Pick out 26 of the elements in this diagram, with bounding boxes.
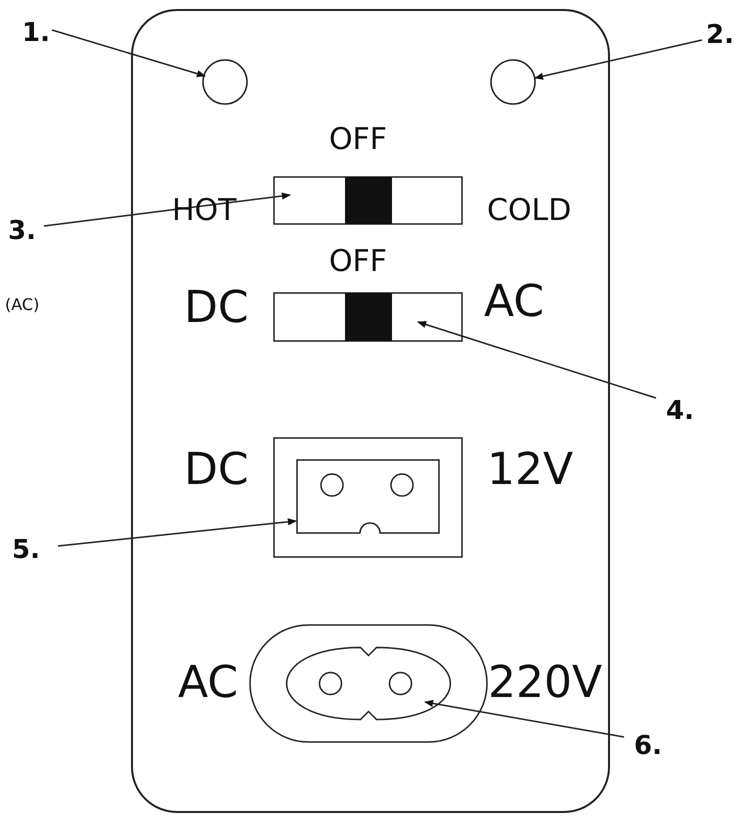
switch-position-label: OFF [328, 125, 388, 155]
slide-switch [273, 292, 463, 342]
note-label: (AC) [5, 297, 40, 313]
callout-number: 2. [706, 22, 734, 48]
switch-position-label: COLD [487, 196, 572, 226]
switch-position-label: AC [484, 280, 544, 324]
switch-position-label: OFF [328, 247, 388, 277]
mounting-hole [490, 59, 536, 105]
slide-switch [273, 176, 463, 225]
callout-number: 5. [12, 537, 40, 563]
socket-label: AC [178, 661, 238, 705]
leader-line [417, 321, 656, 399]
callout-number: 1. [22, 20, 50, 46]
voltage-label: 220V [488, 661, 602, 705]
mounting-hole [202, 59, 248, 105]
callout-number: 6. [634, 733, 662, 759]
dc-socket [273, 437, 463, 558]
leader-line [58, 518, 297, 547]
callout-number: 4. [666, 398, 694, 424]
callout-number: 3. [8, 218, 36, 244]
socket-label: DC [184, 448, 249, 492]
leader-line [534, 39, 702, 80]
leader-line [424, 700, 624, 738]
switch-position-label: DC [184, 286, 249, 330]
leader-line [52, 29, 206, 78]
voltage-label: 12V [487, 448, 574, 492]
